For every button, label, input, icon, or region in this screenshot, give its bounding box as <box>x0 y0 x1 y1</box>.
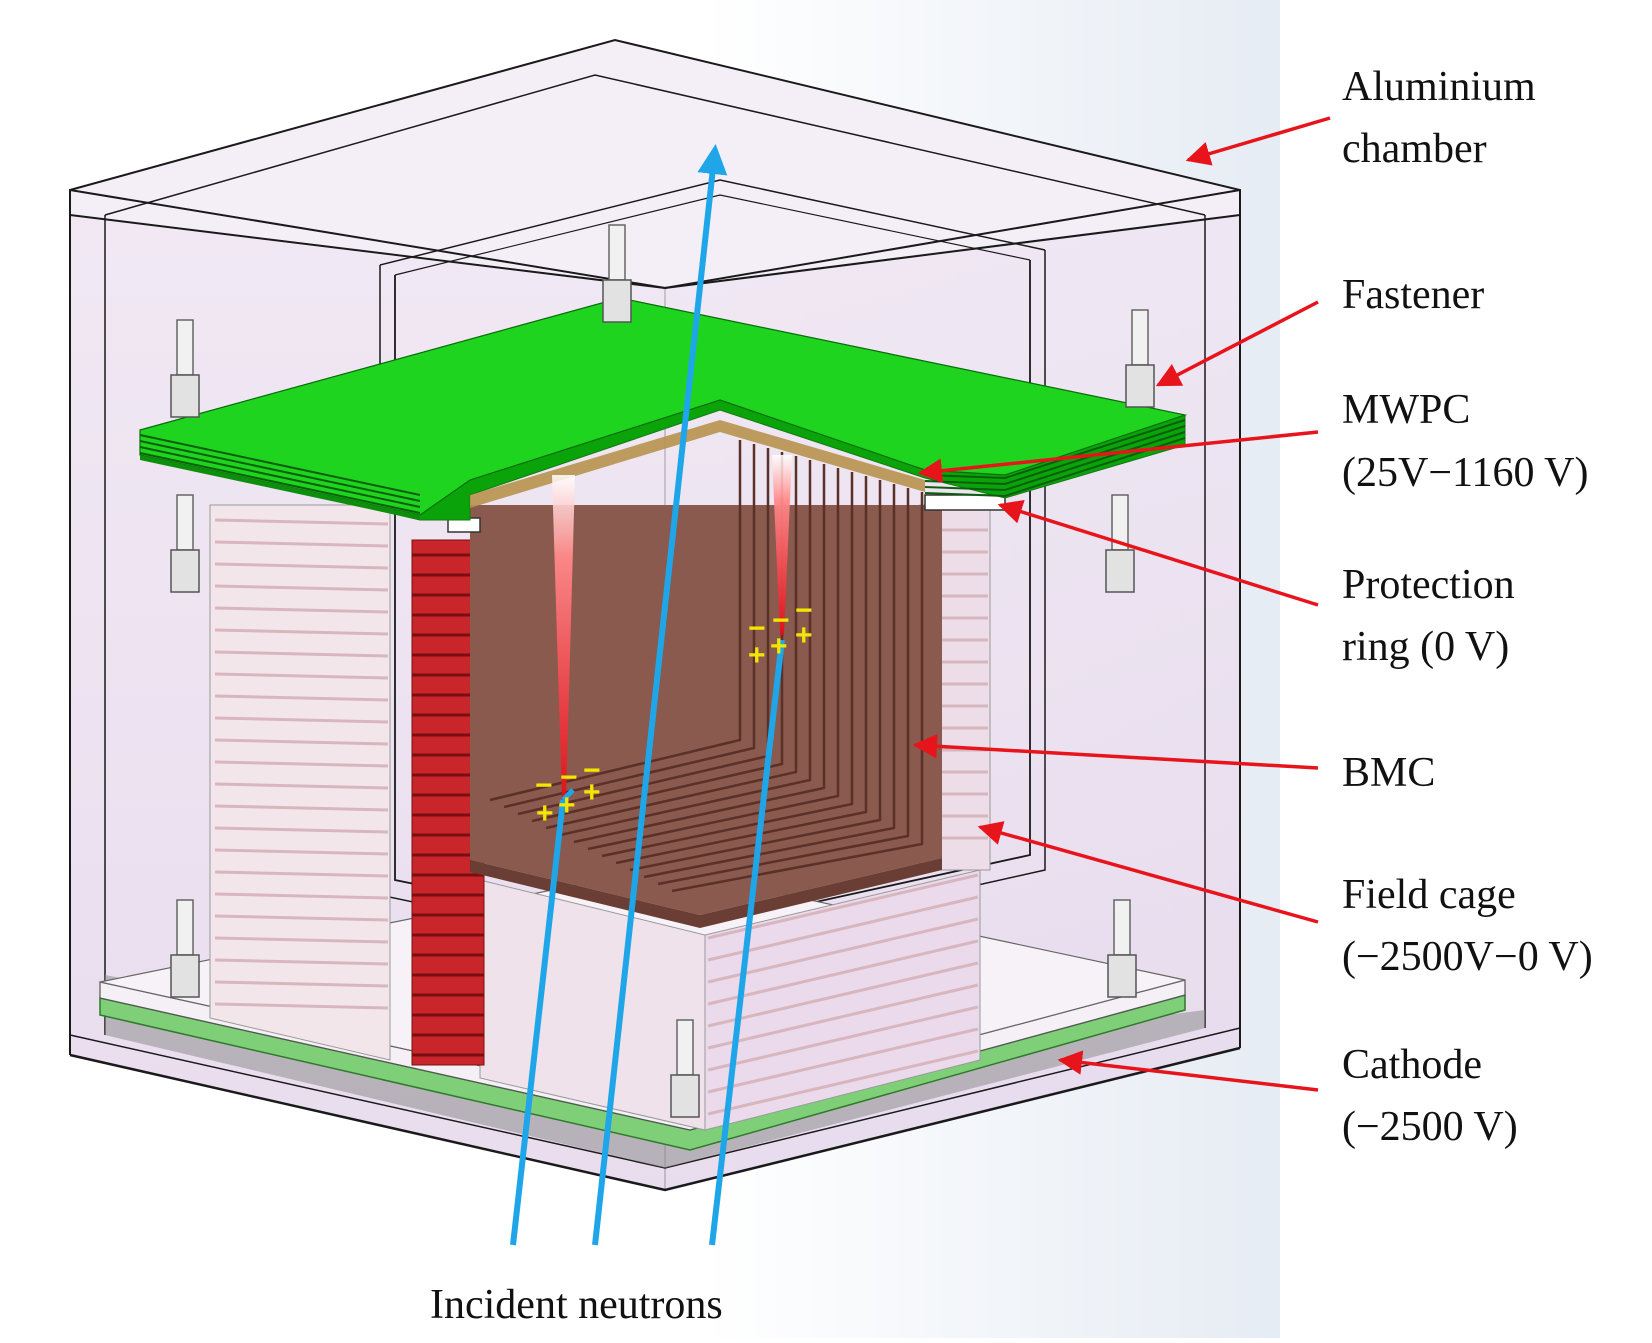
ionization-tracks <box>552 455 792 800</box>
arrow-cathode <box>1057 1050 1319 1092</box>
arrow-aluminium-chamber <box>1185 116 1331 166</box>
neutron-path-2 <box>592 144 728 1246</box>
arrow-protection-ring <box>997 499 1319 607</box>
label-bmc: BMC <box>1342 750 1435 796</box>
plus-sign: + <box>536 797 554 830</box>
minus-sign: − <box>560 761 578 794</box>
callout-arrows <box>912 116 1331 1092</box>
label-protection-ring-line1: Protection <box>1342 562 1515 608</box>
arrow-bmc <box>912 734 1319 770</box>
neutron-path-1 <box>510 799 566 1246</box>
label-cathode-line2: (−2500 V) <box>1342 1104 1518 1150</box>
label-field-cage-line1: Field cage <box>1342 872 1516 918</box>
neutron-path-3 <box>709 639 785 1246</box>
label-fastener: Fastener <box>1342 272 1484 318</box>
plus-sign: + <box>558 789 576 822</box>
label-aluminium-chamber-line2: chamber <box>1342 126 1487 172</box>
incident-neutrons <box>510 144 785 1246</box>
arrow-field-cage <box>977 821 1319 924</box>
label-protection-ring-line2: ring (0 V) <box>1342 624 1509 670</box>
charge-markers-right: − − − + + + <box>748 594 813 672</box>
label-cathode-line1: Cathode <box>1342 1042 1482 1088</box>
arrow-mwpc <box>917 430 1319 483</box>
minus-sign: − <box>795 594 813 627</box>
label-aluminium-chamber-line1: Aluminium <box>1342 64 1536 110</box>
label-mwpc-line1: MWPC <box>1342 387 1470 433</box>
fastener-group <box>170 224 1155 1118</box>
minus-sign: − <box>583 754 601 787</box>
track-left <box>552 475 575 800</box>
label-field-cage-line2: (−2500V−0 V) <box>1342 934 1593 980</box>
arrow-fastener <box>1155 300 1319 387</box>
component-labels: Aluminium chamber Fastener MWPC (25V−116… <box>430 64 1593 1328</box>
charge-markers-left: − − − + + + <box>535 754 601 830</box>
track-right <box>772 455 792 635</box>
bmc-block <box>470 440 942 928</box>
label-mwpc-line2: (25V−1160 V) <box>1342 450 1589 496</box>
minus-sign: − <box>748 612 766 645</box>
label-incident-neutrons: Incident neutrons <box>430 1282 723 1328</box>
plus-sign: + <box>795 619 813 652</box>
minus-sign: − <box>772 604 790 637</box>
minus-sign: − <box>535 769 553 802</box>
plus-sign: + <box>770 630 788 663</box>
plus-sign: + <box>583 776 601 809</box>
plus-sign: + <box>748 639 766 672</box>
